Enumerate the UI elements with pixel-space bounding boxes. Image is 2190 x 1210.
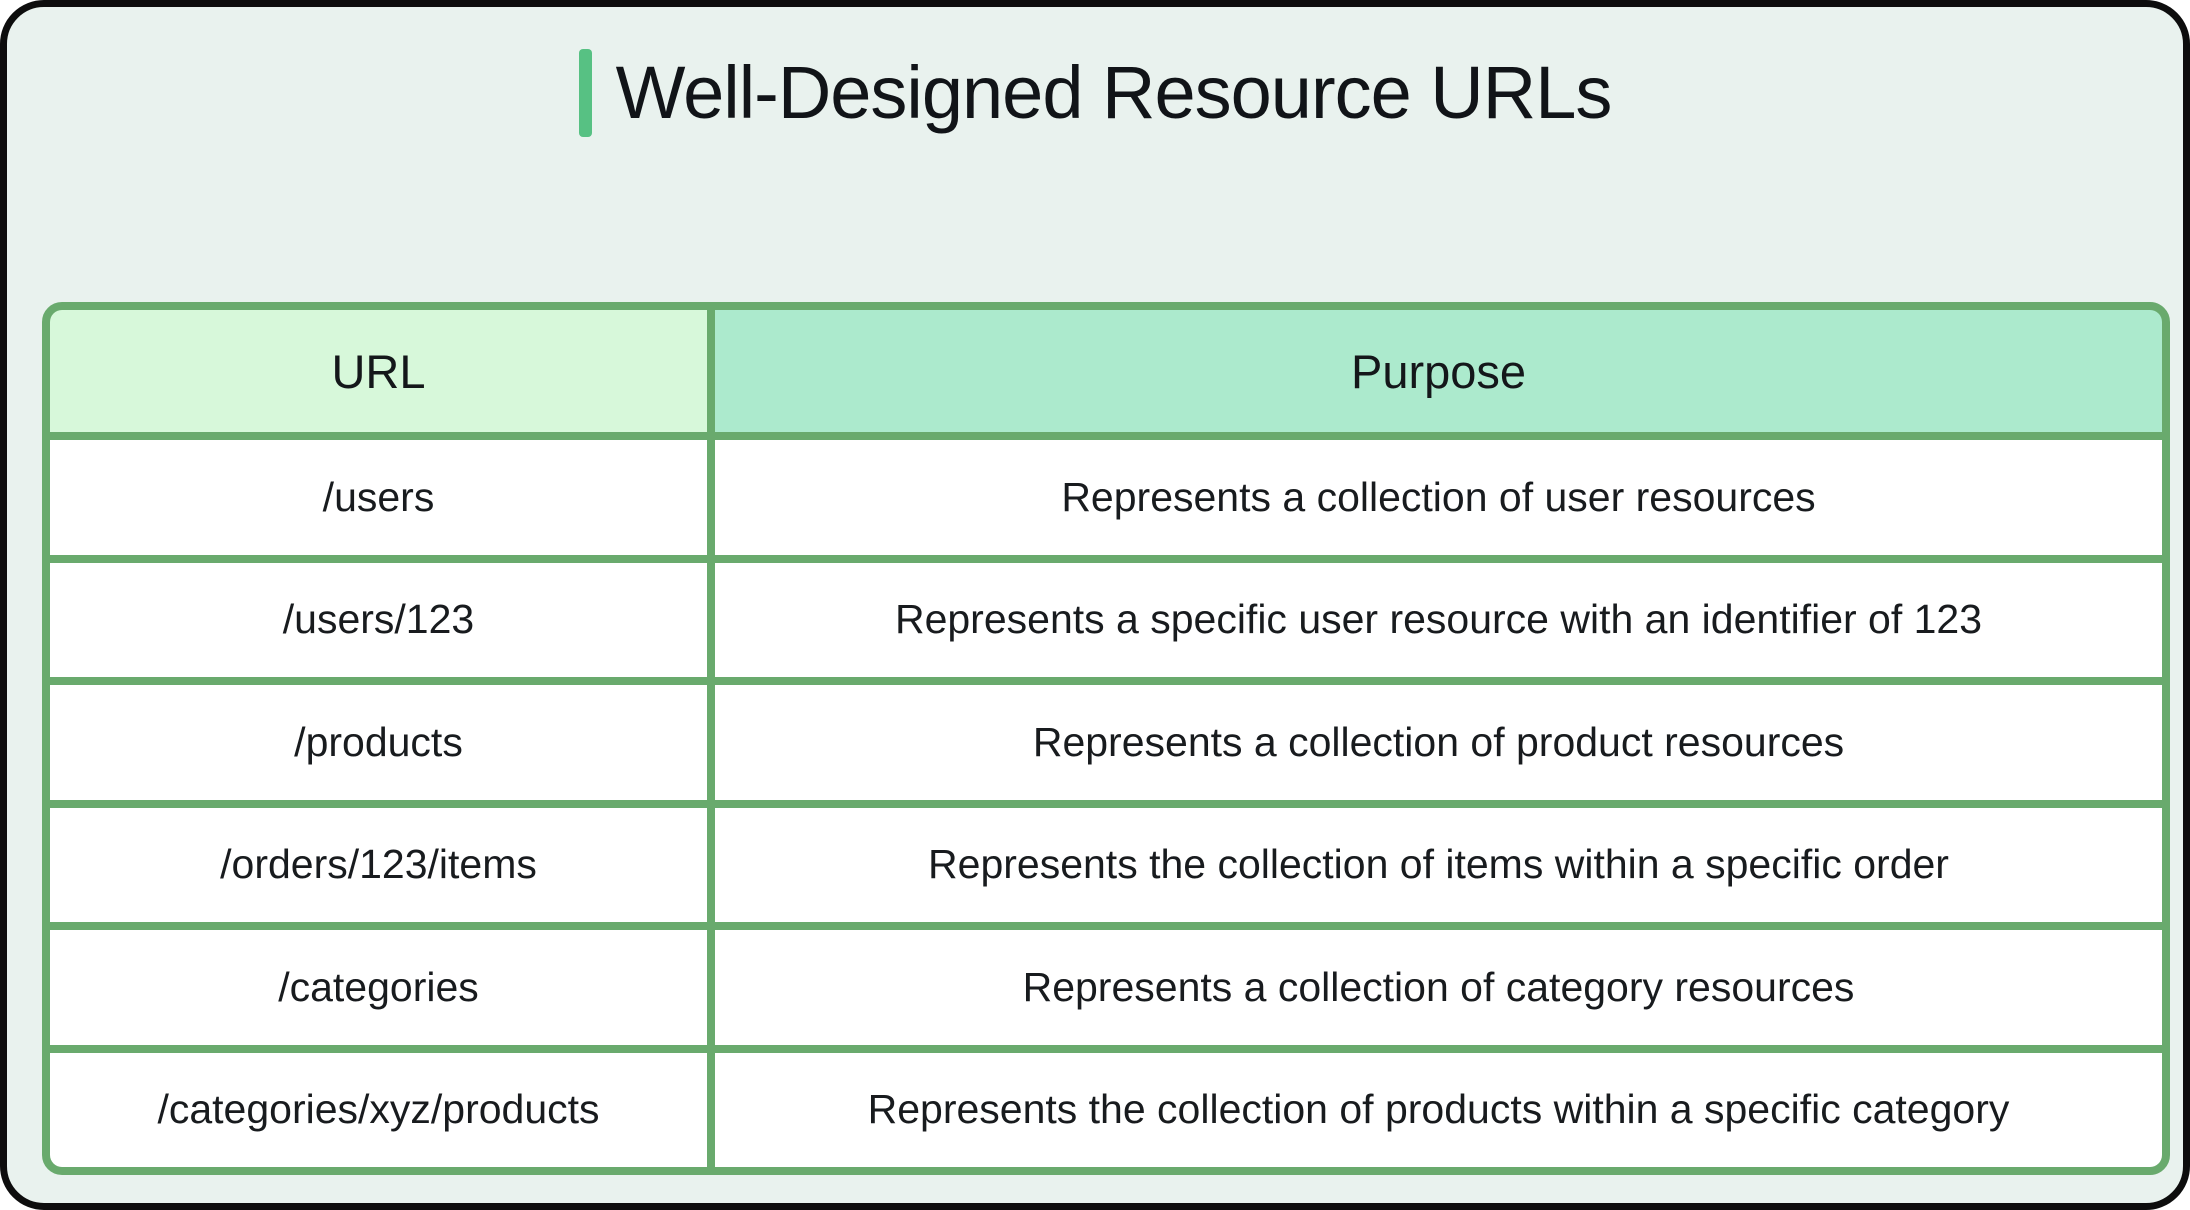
column-header-purpose: Purpose — [715, 310, 2162, 432]
table-cell-purpose: Represents a specific user resource with… — [715, 562, 2162, 677]
table-cell-url: /products — [50, 685, 707, 800]
column-header-url: URL — [50, 310, 707, 432]
title-accent-bar — [578, 49, 592, 137]
table-cell-url: /orders/123/items — [50, 807, 707, 922]
title-row: Well-Designed Resource URLs — [7, 49, 2183, 137]
table-cell-url: /categories/xyz/products — [50, 1052, 707, 1167]
table-cell-url: /users — [50, 440, 707, 555]
table-cell-purpose: Represents the collection of products wi… — [715, 1052, 2162, 1167]
table-cell-purpose: Represents a collection of user resource… — [715, 440, 2162, 555]
table-cell-purpose: Represents a collection of product resou… — [715, 685, 2162, 800]
table-cell-purpose: Represents the collection of items withi… — [715, 807, 2162, 922]
table-cell-url: /categories — [50, 930, 707, 1045]
resource-urls-table: URL Purpose /users Represents a collecti… — [42, 302, 2170, 1175]
table-cell-purpose: Represents a collection of category reso… — [715, 930, 2162, 1045]
table-cell-url: /users/123 — [50, 562, 707, 677]
page-title: Well-Designed Resource URLs — [615, 51, 1613, 134]
